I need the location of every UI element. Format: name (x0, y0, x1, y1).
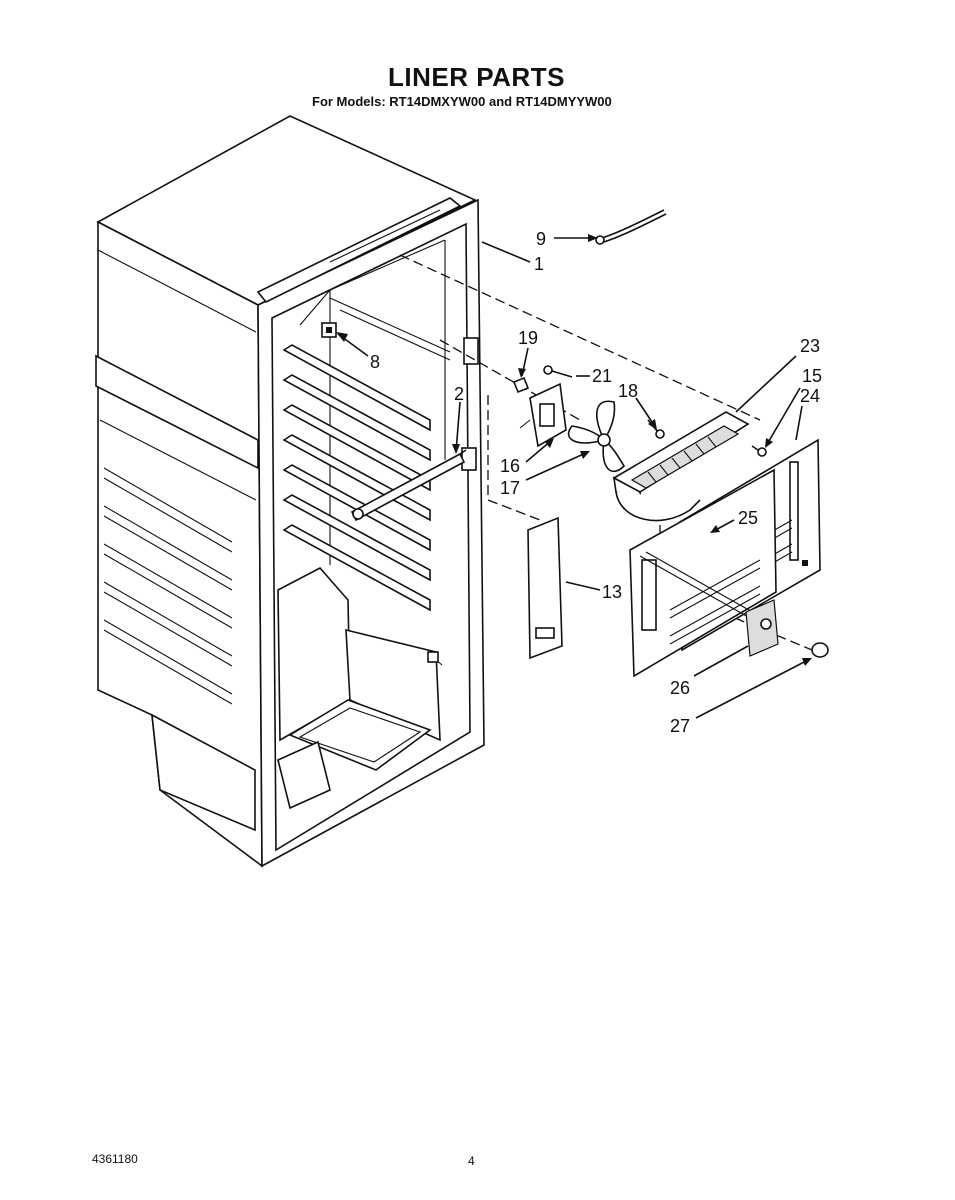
part-2-control-tube (350, 449, 467, 522)
callout-19: 19 (518, 328, 538, 348)
part-23-air-diffuser (612, 411, 750, 522)
callout-18: 18 (618, 381, 638, 401)
part-18-screw (647, 419, 665, 439)
callout-23: 23 (800, 336, 820, 356)
callout-8: 8 (370, 352, 380, 372)
part-27-plug (811, 642, 829, 658)
callout-2: 2 (454, 384, 464, 404)
drain-trough (288, 699, 432, 771)
shelf-rails (282, 297, 451, 612)
part-21-screw (543, 365, 573, 378)
drain-fitting (427, 651, 439, 663)
callout-labels: 9 1 8 19 21 18 23 15 24 2 16 17 25 13 26… (370, 229, 822, 736)
page-number: 4 (468, 1154, 475, 1168)
lower-back-wall (345, 628, 441, 742)
part-17-fan-blade (567, 400, 626, 473)
callout-27: 27 (670, 716, 690, 736)
callout-25: 25 (738, 508, 758, 528)
document-number: 4361180 (92, 1152, 138, 1166)
rear-panel (629, 468, 777, 678)
callout-17: 17 (500, 478, 520, 498)
cabinet-band-upper (95, 354, 259, 470)
cabinet-liner (95, 115, 485, 868)
part-13-insulation-strip (527, 516, 563, 660)
part-16-motor-bracket (519, 382, 567, 448)
part-15-screw (751, 445, 767, 457)
callout-16: 16 (500, 456, 520, 476)
page-title: LINER PARTS (388, 62, 565, 92)
callout-13: 13 (602, 582, 622, 602)
callout-24: 24 (800, 386, 820, 406)
callout-9: 9 (536, 229, 546, 249)
page-subtitle: For Models: RT14DMXYW00 and RT14DMYYW00 (312, 94, 612, 109)
cabinet-base (151, 713, 256, 832)
cabinet-side-ribs (97, 249, 257, 705)
floor-recess (277, 740, 331, 810)
part-9-wire-harness (595, 209, 667, 245)
callout-26: 26 (670, 678, 690, 698)
callout-1: 1 (534, 254, 544, 274)
callout-15: 15 (802, 366, 822, 386)
hinge-bracket (463, 337, 479, 365)
part-26-sensor-plate (745, 599, 779, 657)
explode-lines (399, 254, 813, 651)
leader-lines (336, 234, 812, 719)
part-8-light-socket (321, 322, 337, 338)
part-19-nut (512, 376, 530, 394)
callout-21: 21 (592, 366, 612, 386)
